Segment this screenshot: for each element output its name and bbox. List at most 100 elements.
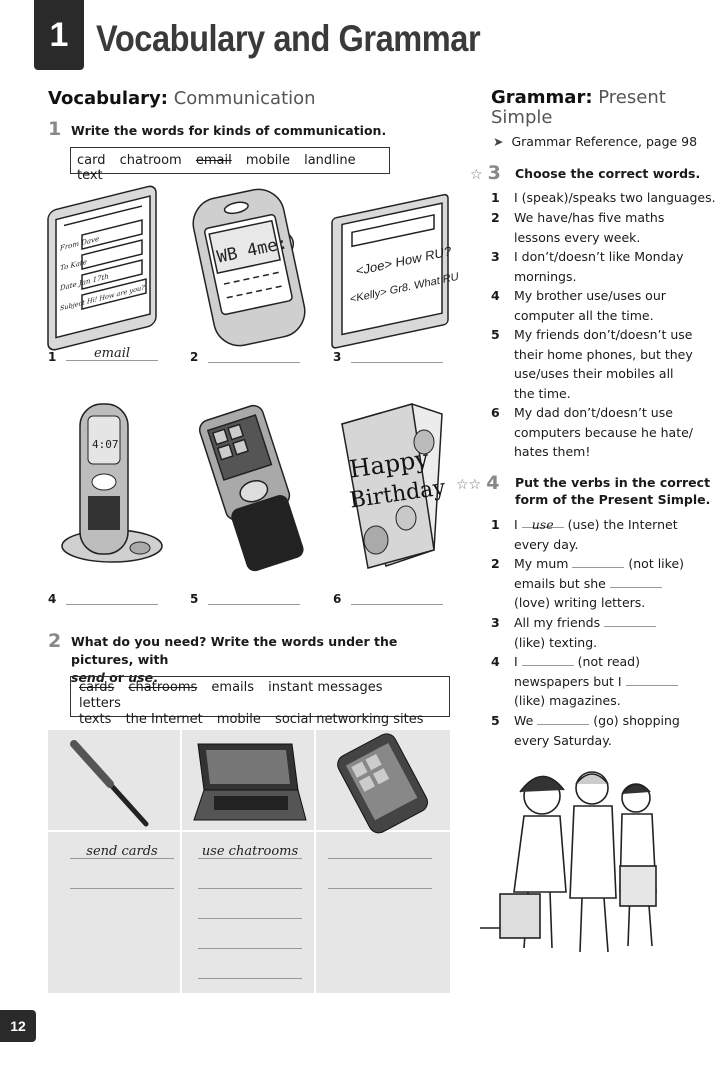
table-divider — [48, 830, 450, 832]
grammar-reference[interactable]: ➤ Grammar Reference, page 98 — [493, 134, 697, 149]
word-mobile: mobile — [245, 153, 290, 168]
ex3-item-5-text[interactable]: My friends don’t/doesn’t use their home p… — [514, 325, 694, 403]
ex3-item-2-number: 2 — [491, 210, 500, 225]
ex4-item-2-text: My mum (not like)emails but she (love) w… — [514, 555, 685, 610]
exercise-1-number: 1 — [48, 118, 62, 140]
arrow-right-icon: ➤ — [493, 134, 504, 149]
grammar-heading-bold: Grammar: — [491, 87, 593, 108]
ex4-item-2-number: 2 — [491, 556, 500, 571]
ex3-item-2-line-2: lessons every week. — [514, 229, 641, 245]
grammar-heading-topic: Present — [598, 87, 666, 108]
ex2-col2-answer-line[interactable] — [198, 904, 302, 919]
pen-illustration — [70, 740, 149, 827]
grammar-heading: Grammar: Present Simple — [491, 88, 666, 128]
word-social-networking-sites: social networking sites — [275, 712, 424, 727]
ex2-col3-answer-line[interactable] — [328, 844, 432, 859]
word-chatroom: chatroom — [119, 153, 182, 168]
vocabulary-heading: Vocabulary: Communication — [48, 88, 316, 109]
ex2-col1-answer-1[interactable]: send cards — [70, 844, 174, 859]
ex4-item-4-number: 4 — [491, 654, 500, 669]
ex3-item-6-line-2: computers because he hate/ — [514, 424, 693, 440]
word-box-row-1: cards chatrooms emails instant messages … — [79, 680, 441, 712]
ex4-item-2-blank-2[interactable] — [609, 575, 662, 588]
ex4-item-5-blank[interactable] — [537, 712, 590, 725]
ex1-item-4-answer[interactable] — [66, 590, 158, 605]
email-screen-illustration: From Dave To Kate Date Jan 17th Subject … — [47, 185, 157, 351]
ex4-item-1-number: 1 — [491, 517, 500, 532]
page-title: Vocabulary and Grammar — [96, 18, 481, 59]
exercise-2-instruction: What do you need? Write the words under … — [71, 633, 451, 687]
ex1-item-2-answer[interactable] — [208, 348, 300, 363]
ex1-item-4-number: 4 — [48, 592, 57, 606]
exercise-2-word-box: cards chatrooms emails instant messages … — [70, 676, 450, 727]
ex3-item-6-text[interactable]: My dad don’t/doesn’t use computers becaus… — [514, 403, 694, 462]
exercise-3-instruction: Choose the correct words. — [515, 166, 701, 181]
exercise-1-instruction: Write the words for kinds of communicati… — [71, 123, 387, 138]
ex3-item-6-line-1: My dad don’t/doesn’t use — [514, 405, 673, 420]
word-email-struck: email — [195, 153, 232, 168]
exercise-2-send: send — [71, 670, 105, 685]
grammar-reference-text: Grammar Reference, page 98 — [511, 134, 698, 149]
ex1-item-6-answer[interactable] — [351, 590, 443, 605]
ex3-item-1-text[interactable]: I (speak)/speaks two languages. — [514, 190, 716, 205]
laptop-illustration — [193, 743, 307, 821]
word-the-internet: the Internet — [125, 712, 203, 727]
ex1-item-5-answer[interactable] — [208, 590, 300, 605]
word-instant-messages: instant messages — [268, 680, 383, 695]
word-mobile: mobile — [216, 712, 261, 727]
ex3-item-5-line-1: My friends don’t/doesn’t use — [514, 327, 693, 342]
word-text: text — [77, 168, 103, 183]
word-card: card — [77, 153, 106, 168]
ex4-item-2-blank-1[interactable] — [572, 555, 625, 568]
ex1-item-1-answer[interactable]: email — [66, 346, 158, 361]
ex1-item-3-number: 3 — [333, 350, 342, 364]
vocabulary-heading-topic: Communication — [173, 88, 316, 109]
ex2-col1-answer-line[interactable] — [70, 874, 174, 889]
word-emails: emails — [211, 680, 255, 695]
birthday-card-illustration: Happy Birthday — [341, 403, 448, 569]
ex3-item-6-number: 6 — [491, 405, 500, 420]
ex4-item-1-blank[interactable]: use — [521, 515, 564, 532]
unit-number: 1 — [49, 15, 69, 54]
page-number-badge: 12 — [0, 1010, 36, 1042]
exercise-2-number: 2 — [48, 630, 62, 652]
word-texts: texts — [79, 712, 112, 727]
ex2-col2-answer-line[interactable] — [198, 874, 302, 889]
exercise-2-use: use — [128, 670, 154, 685]
exercise-4-instruction-line-1: Put the verbs in the correct — [515, 475, 711, 490]
ex3-item-5-line-2: their home phones, but they — [514, 346, 693, 362]
page-number: 12 — [10, 1018, 26, 1034]
word-landline: landline — [304, 153, 356, 168]
ex3-item-4-line-2: computer all the time. — [514, 307, 654, 323]
ex4-item-3-text: All my friends (like) texting. — [514, 613, 694, 652]
ex2-col2-answer-line[interactable] — [198, 964, 302, 979]
word-chatrooms-struck: chatrooms — [128, 680, 198, 695]
word-cards-struck: cards — [79, 680, 115, 695]
ex4-item-3-blank[interactable] — [604, 614, 657, 627]
ex1-item-2-number: 2 — [190, 350, 199, 364]
ex1-item-5-number: 5 — [190, 592, 199, 606]
exercise-2-instruction-text: What do you need? Write the words under … — [71, 634, 398, 667]
ex4-item-4-blank-2[interactable] — [625, 673, 678, 686]
table-divider — [180, 730, 182, 993]
ex3-item-5-line-3: use/uses their mobiles all — [514, 366, 674, 381]
ex4-item-4-text: I (not read)newspapers but I (like) maga… — [514, 652, 694, 711]
vocabulary-heading-bold: Vocabulary: — [48, 88, 168, 109]
ex3-item-4-number: 4 — [491, 288, 500, 303]
ex1-item-3-answer[interactable] — [351, 348, 443, 363]
ex3-item-3-line-1: I don’t/doesn’t like Monday — [514, 249, 684, 264]
exercise-1-word-box: card chatroom email mobile landline text — [70, 147, 390, 183]
ex3-item-5-number: 5 — [491, 327, 500, 342]
ex2-col3-answer-line[interactable] — [328, 874, 432, 889]
ex4-item-3-number: 3 — [491, 615, 500, 630]
landline-phone-illustration: 4:07 — [61, 403, 163, 563]
ex1-item-6-number: 6 — [333, 592, 342, 606]
ex4-item-5-number: 5 — [491, 713, 500, 728]
ex2-col2-answer-line[interactable] — [198, 934, 302, 949]
ex2-col2-answer-1[interactable]: use chatrooms — [198, 844, 302, 859]
ex4-item-4-blank-1[interactable] — [521, 653, 574, 666]
